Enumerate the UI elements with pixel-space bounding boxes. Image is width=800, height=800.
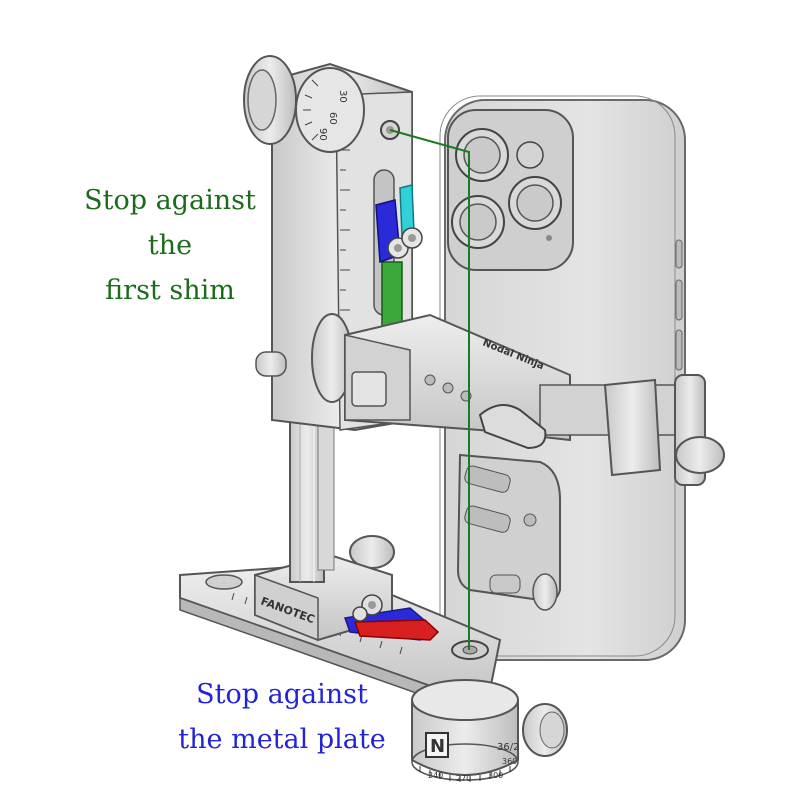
phone-mount-plate bbox=[456, 453, 561, 611]
horizontal-arm: Nodal Ninja bbox=[344, 313, 725, 486]
caption-top-line-2: the bbox=[147, 230, 193, 261]
caption-metal-plate: Stop against the metal plate bbox=[172, 672, 392, 762]
caption-top-line-3: first shim bbox=[105, 275, 235, 306]
rotator-scale-270: 270 bbox=[456, 774, 471, 783]
rotator-scale-240: 240 bbox=[428, 771, 443, 780]
top-dial-90: 90 bbox=[317, 128, 328, 141]
vertical-post bbox=[289, 399, 335, 583]
rotator-scale-300: 300 bbox=[488, 771, 503, 780]
nodal-alignment-line bbox=[389, 129, 470, 650]
rotator-top-label: 36/2 bbox=[497, 742, 519, 753]
caption-first-shim: Stop against the first shim bbox=[70, 178, 270, 313]
rotator-scale-360: 360 bbox=[502, 757, 517, 766]
caption-bottom-line-1: Stop against bbox=[196, 679, 368, 710]
top-dial-60: 60 bbox=[327, 112, 338, 125]
top-dial-30: 30 bbox=[337, 90, 348, 103]
panoramic-rotator: N 36/2 240 270 300 360 bbox=[411, 679, 568, 783]
top-stop bbox=[375, 184, 423, 333]
caption-top-line-1: Stop against bbox=[84, 185, 256, 216]
caption-bottom-line-2: the metal plate bbox=[178, 724, 386, 755]
rotator-logo: N bbox=[430, 736, 445, 757]
bottom-stop bbox=[343, 594, 440, 641]
